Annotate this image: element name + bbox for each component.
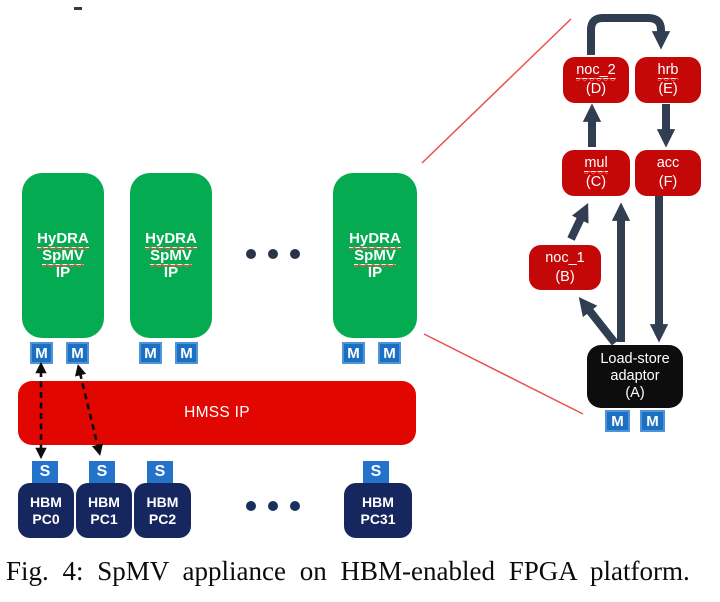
hmss-ip-label: HMSS IP	[184, 404, 250, 421]
master-port: M	[605, 410, 630, 432]
hydra-spmv-ip-label: HyDRA SpMV IP	[349, 230, 401, 281]
dot	[268, 501, 278, 511]
ip-title-word: HyDRA	[37, 230, 89, 247]
dot	[290, 501, 300, 511]
zoom-callout-line-top	[421, 18, 572, 164]
hmss-ip-block: HMSS IP	[18, 381, 416, 445]
hrb-block: hrb (E)	[635, 57, 701, 103]
dot	[290, 249, 300, 259]
acc-label: acc (F)	[656, 155, 680, 190]
arrow-noc1-to-mul	[567, 203, 589, 241]
hydra-spmv-ip-block-1: HyDRA SpMV IP	[22, 173, 104, 338]
slave-port: S	[363, 461, 389, 483]
hrb-label: hrb (E)	[657, 62, 679, 97]
zoom-callout-line-bottom	[423, 333, 584, 415]
ellipsis-ip-blocks	[246, 249, 300, 259]
master-port: M	[378, 342, 401, 364]
dot	[268, 249, 278, 259]
ip-title-word: IP	[163, 264, 179, 281]
master-port: M	[30, 342, 53, 364]
ip-title-word: HyDRA	[349, 230, 401, 247]
slave-port: S	[32, 461, 58, 483]
hydra-spmv-ip-label: HyDRA SpMV IP	[145, 230, 197, 281]
hydra-spmv-ip-block-3: HyDRA SpMV IP	[333, 173, 417, 338]
arrow-noc2-to-hrb	[587, 14, 671, 55]
hydra-spmv-ip-block-2: HyDRA SpMV IP	[130, 173, 212, 338]
master-port: M	[342, 342, 365, 364]
master-port: M	[66, 342, 89, 364]
ip-title-word: IP	[55, 264, 71, 281]
slave-port: S	[147, 461, 173, 483]
ellipsis-hbm-channels	[246, 501, 300, 511]
ip-title-word: HyDRA	[145, 230, 197, 247]
master-port: M	[640, 410, 665, 432]
figure-caption: Fig. 4: SpMV appliance on HBM-enabled FP…	[6, 556, 690, 586]
ip-title-word: SpMV	[150, 247, 192, 264]
load-store-adaptor-label: Load-store adaptor (A)	[600, 351, 670, 401]
slave-port: S	[89, 461, 115, 483]
dot	[246, 501, 256, 511]
ip-title-word: IP	[367, 264, 383, 281]
mul-label: mul (C)	[584, 155, 608, 190]
arrow-adaptor-to-noc1	[578, 296, 619, 346]
master-port: M	[139, 342, 162, 364]
noc2-label: noc_2 (D)	[576, 62, 616, 97]
noc1-label: noc_1 (B)	[545, 249, 585, 285]
load-store-adaptor-block: Load-store adaptor (A)	[587, 345, 683, 408]
acc-block: acc (F)	[635, 150, 701, 196]
hydra-spmv-ip-label: HyDRA SpMV IP	[37, 230, 89, 281]
ip-title-word: SpMV	[354, 247, 396, 264]
noc1-block: noc_1 (B)	[529, 245, 601, 290]
ip-title-word: SpMV	[42, 247, 84, 264]
mul-block: mul (C)	[562, 150, 630, 196]
stray-dash	[74, 7, 82, 10]
noc2-block: noc_2 (D)	[563, 57, 629, 103]
master-port: M	[175, 342, 198, 364]
dot	[246, 249, 256, 259]
